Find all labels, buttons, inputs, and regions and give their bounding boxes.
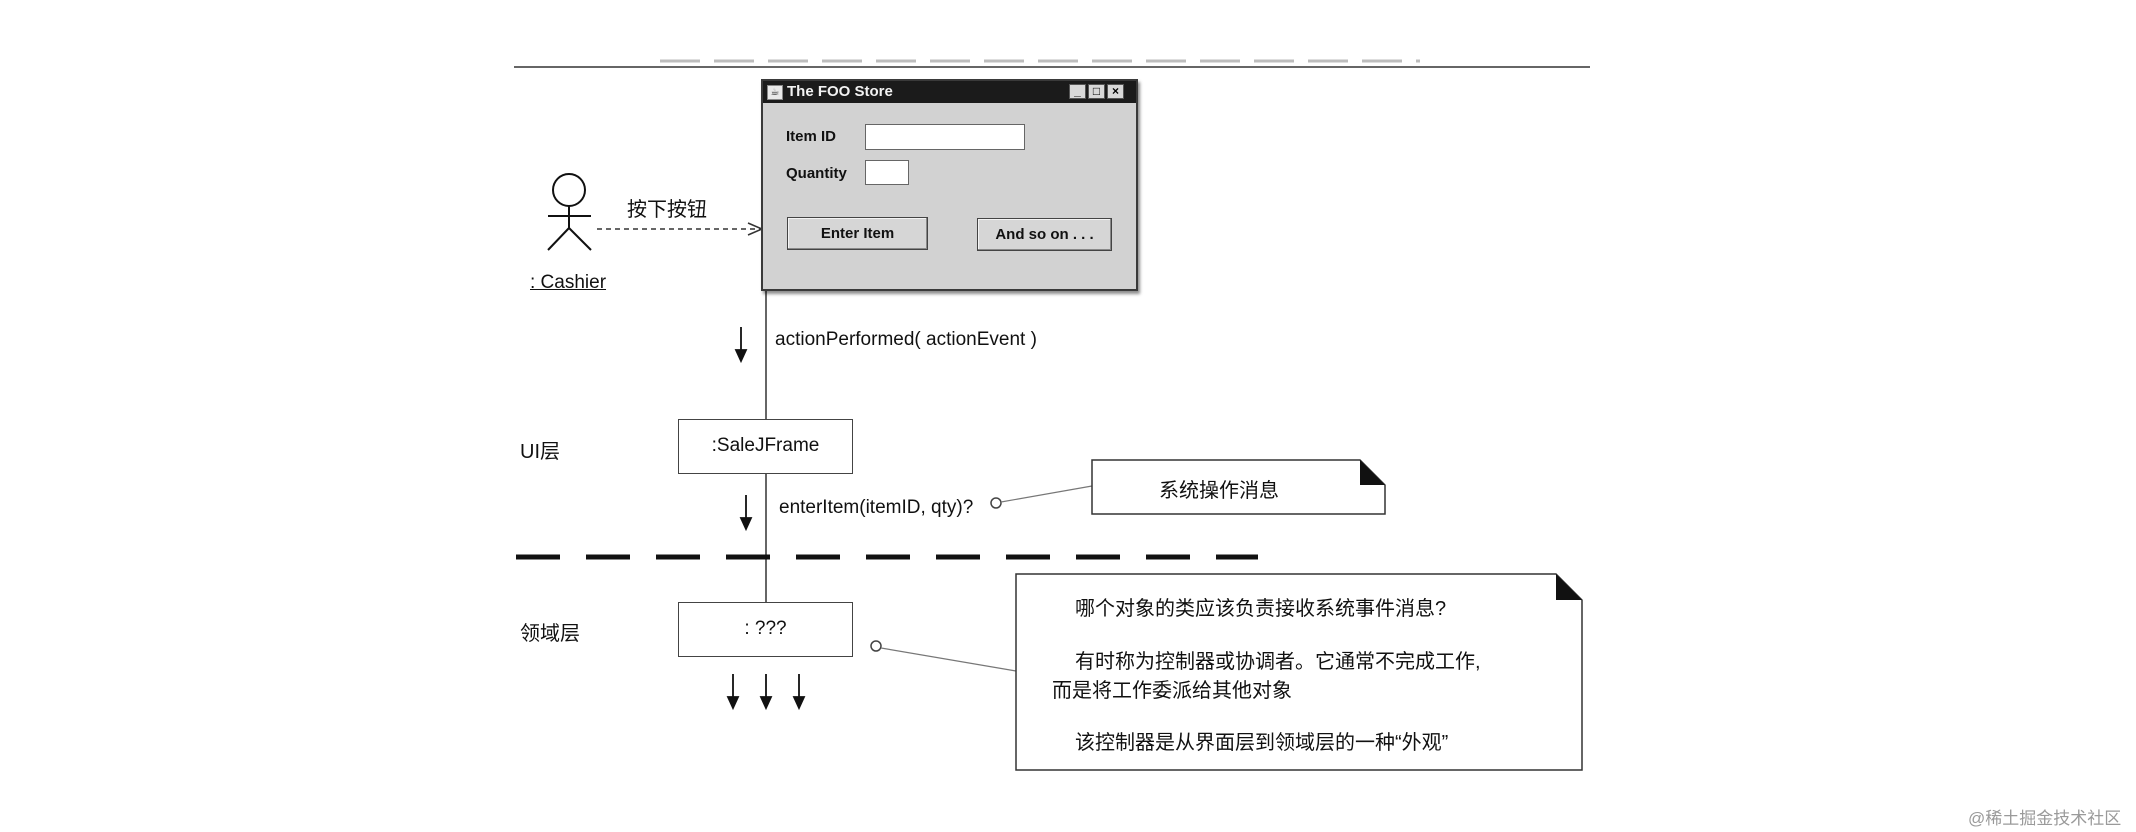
maximize-icon[interactable]: □ <box>1088 84 1105 99</box>
note-connector-controller <box>880 647 1017 672</box>
controller-note-line-1: 哪个对象的类应该负责接收系统事件消息? <box>1075 598 1447 620</box>
cashier-label: : Cashier <box>530 272 607 293</box>
controller-note-shape <box>1015 573 1583 771</box>
sale-jframe-box: :SaleJFrame <box>678 419 853 474</box>
system-message-note: 系统操作消息 <box>1159 480 1279 502</box>
domain-layer-label: 领域层 <box>520 623 580 645</box>
window-titlebar[interactable]: ☕ The FOO Store _ □ × <box>763 81 1136 103</box>
note-connector-system <box>1000 485 1093 503</box>
item-id-label: Item ID <box>786 128 837 145</box>
enter-item-message: enterItem(itemID, qty)? <box>779 497 974 518</box>
unknown-object-box: : ??? <box>678 602 853 657</box>
controller-note-line-4: 该控制器是从界面层到领域层的一种“外观” <box>1075 732 1449 754</box>
enter-item-button[interactable]: Enter Item <box>787 217 928 250</box>
actor-figure <box>547 173 592 251</box>
watermark: @稀土掘金技术社区 <box>1968 809 2122 828</box>
foo-store-window: ☕ The FOO Store _ □ × Item ID Quantity E… <box>761 79 1138 291</box>
item-id-field[interactable] <box>865 124 1025 150</box>
quantity-field[interactable] <box>865 160 909 185</box>
controller-note-line-3: 而是将工作委派给其他对象 <box>1052 680 1292 702</box>
ui-layer-label: UI层 <box>520 441 560 463</box>
app-icon: ☕ <box>767 85 783 100</box>
minimize-icon[interactable]: _ <box>1069 84 1086 99</box>
action-performed-message: actionPerformed( actionEvent ) <box>775 329 1037 350</box>
close-icon[interactable]: × <box>1107 84 1124 99</box>
press-button-label: 按下按钮 <box>627 199 707 221</box>
and-so-on-button[interactable]: And so on . . . <box>977 218 1112 251</box>
down-arrows <box>726 327 806 711</box>
window-title: The FOO Store <box>787 83 893 100</box>
system-message-note-shape <box>1091 459 1386 515</box>
quantity-label: Quantity <box>786 165 847 182</box>
controller-note-line-2: 有时称为控制器或协调者。它通常不完成工作, <box>1075 651 1481 673</box>
